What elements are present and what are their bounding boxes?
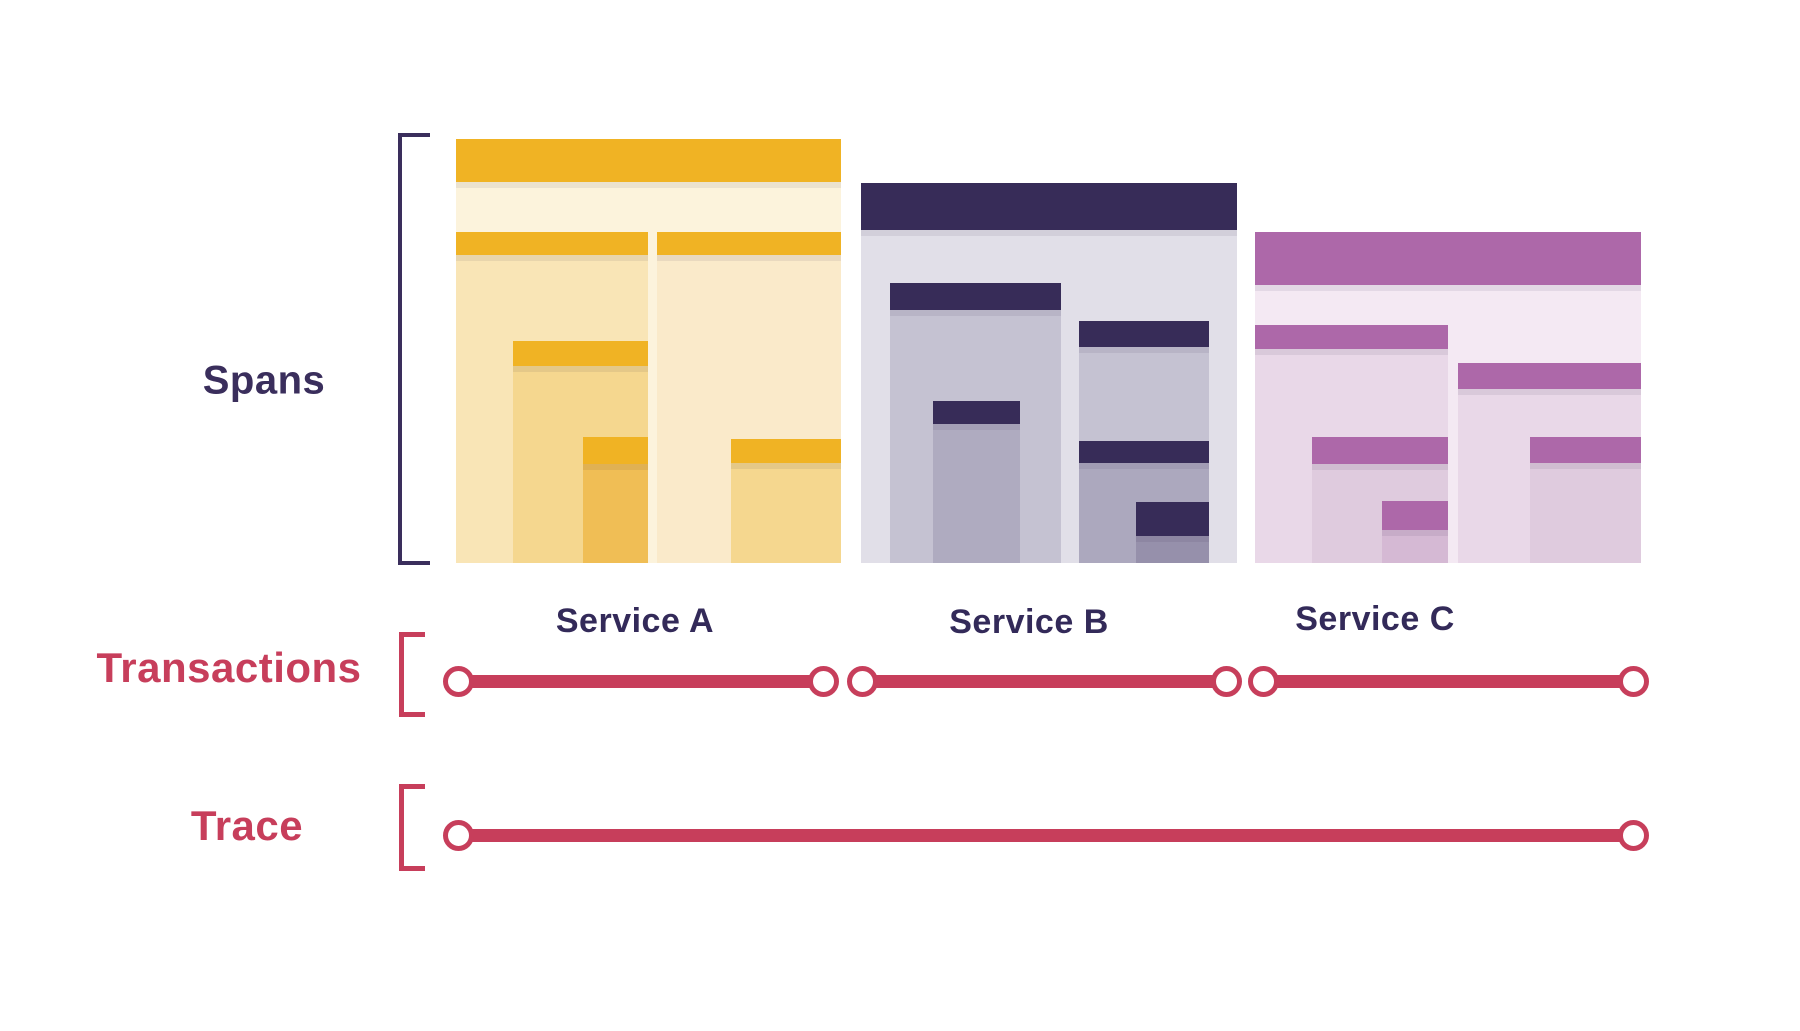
span-bar-service-c-child-2 xyxy=(1458,363,1641,389)
service-b-label: Service B xyxy=(949,603,1109,641)
span-bar-service-a-child-2 xyxy=(657,232,841,255)
span-bar-service-c-child-2-1 xyxy=(1530,437,1641,463)
span-body-service-c-child-2-1 xyxy=(1530,463,1641,563)
transaction-line-1 xyxy=(458,674,823,688)
span-bar-service-b-child-2-1 xyxy=(1079,441,1209,463)
service-c-label: Service C xyxy=(1295,600,1455,638)
transactions-label: Transactions xyxy=(96,644,362,691)
transaction-line-2 xyxy=(862,674,1226,688)
transaction-endpoint-circle-3-start xyxy=(1247,665,1279,697)
span-bar-service-a-root xyxy=(456,139,841,182)
trace-endpoint-circle-1-start xyxy=(442,819,474,851)
span-bar-service-b-root xyxy=(861,183,1237,230)
trace-bracket xyxy=(399,784,425,871)
span-body-service-c-child-1-1-1 xyxy=(1382,530,1448,563)
span-bar-service-b-child-1 xyxy=(890,283,1061,310)
transaction-endpoint-circle-2-start xyxy=(846,665,878,697)
transactions-bracket xyxy=(399,632,425,717)
span-bar-service-b-child-2 xyxy=(1079,321,1209,347)
service-a-label: Service A xyxy=(555,602,715,640)
span-body-service-b-child-2-1-1 xyxy=(1136,536,1209,563)
span-body-service-b-child-1-1 xyxy=(933,424,1020,563)
span-bar-service-b-child-2-1-1 xyxy=(1136,502,1209,536)
span-bar-service-c-root xyxy=(1255,232,1641,285)
transaction-endpoint-circle-2-end xyxy=(1210,665,1242,697)
trace-label: Trace xyxy=(190,802,304,849)
trace-endpoint-circle-1-end xyxy=(1617,819,1649,851)
span-bar-service-a-child-1-1 xyxy=(513,341,648,366)
transaction-endpoint-circle-1-start xyxy=(442,665,474,697)
transaction-line-3 xyxy=(1263,674,1633,688)
transaction-endpoint-circle-1-end xyxy=(807,665,839,697)
trace-line-1 xyxy=(458,828,1633,842)
span-bar-service-c-child-1-1 xyxy=(1312,437,1448,464)
transaction-endpoint-circle-3-end xyxy=(1617,665,1649,697)
span-bar-service-a-child-1-1-1 xyxy=(583,437,648,464)
spans-label: Spans xyxy=(202,358,326,403)
span-bar-service-a-child-2-1 xyxy=(731,439,841,463)
span-bar-service-b-child-1-1 xyxy=(933,401,1020,424)
span-bar-service-c-child-1-1-1 xyxy=(1382,501,1448,530)
span-body-service-a-child-1-1-1 xyxy=(583,464,648,563)
spans-bracket xyxy=(398,133,430,565)
span-body-service-a-child-2-1 xyxy=(731,463,841,563)
span-bar-service-a-child-1 xyxy=(456,232,648,255)
span-bar-service-c-child-1 xyxy=(1255,325,1448,349)
